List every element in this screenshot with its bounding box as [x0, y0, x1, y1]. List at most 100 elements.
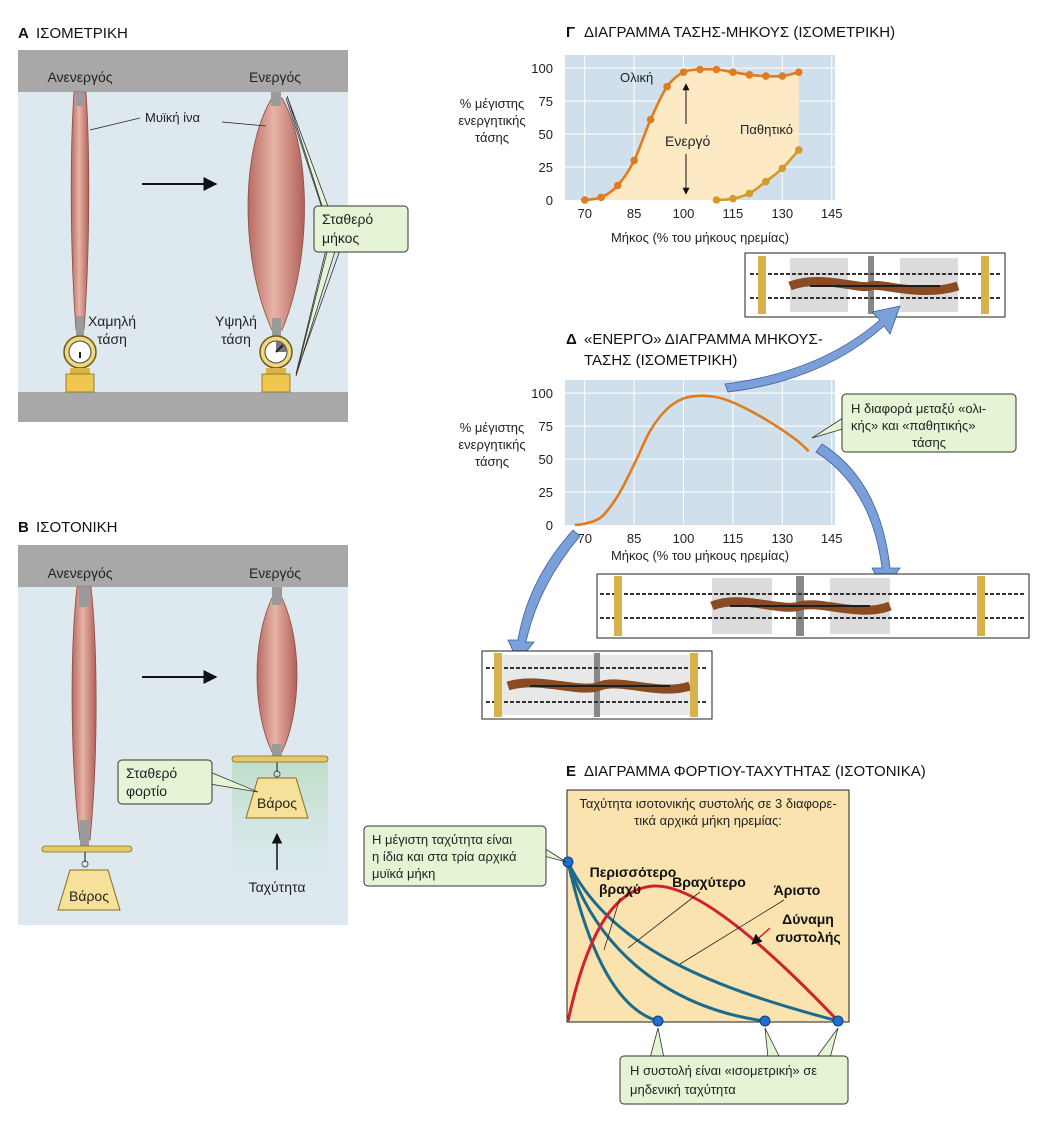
data-point	[712, 65, 721, 74]
label-shorter: Βραχύτερο	[672, 874, 746, 890]
fixed-load-line1: Σταθερό	[126, 765, 177, 781]
y-tick-label: 100	[531, 386, 553, 401]
label-more-short-2: βραχύ	[599, 881, 641, 897]
panel-b-letter: B	[18, 519, 29, 536]
data-point	[745, 70, 754, 79]
x-tick-label: 100	[673, 531, 695, 546]
end-point-shorter	[759, 1015, 771, 1027]
fiber-leader-right	[221, 121, 267, 127]
chart1-xlabel: Μήκος (% του μήκους ηρεμίας)	[611, 230, 789, 245]
chart2-plot-area	[565, 380, 835, 525]
fixed-length-line1: Σταθερό	[322, 211, 373, 227]
max-velocity-callout	[363, 825, 547, 887]
x-tick-label: 70	[578, 206, 592, 221]
panel-d-title-2: ΤΑΣΗΣ (ΙΣΟΜΕΤΡΙΚΗ)	[584, 352, 737, 369]
active-tendon-top	[271, 92, 281, 106]
panel-g: Γ ΔΙΑΓΡΑΜΜΑ ΤΑΣΗΣ-ΜΗΚΟΥΣ (ΙΣΟΜΕΤΡΙΚΗ) 70…	[458, 24, 895, 245]
active-muscle	[247, 97, 305, 331]
arrow-to-stretched	[724, 305, 901, 393]
panel-b-top-bar	[18, 545, 348, 587]
isometric-line2: μηδενική ταχύτητα	[630, 1082, 736, 1097]
inactive-muscle	[70, 91, 90, 331]
chart2-xlabel: Μήκος (% του μήκους ηρεμίας)	[611, 548, 789, 563]
difference-callout-line1: Η διαφορά μεταξύ «ολι-	[851, 401, 986, 416]
data-point	[729, 194, 737, 203]
max-velocity-line2: η ίδια και στα τρία αρχικά	[372, 849, 517, 864]
data-point	[762, 177, 770, 186]
b-inactive-weight-label: Βάρος	[69, 888, 109, 904]
chart1-active-region	[584, 69, 799, 200]
data-point	[778, 164, 787, 173]
active-tendon-bottom	[272, 318, 281, 338]
curve-optimal	[566, 861, 839, 1023]
data-point	[679, 68, 688, 76]
panel-a-active-label: Ενεργός	[249, 69, 301, 85]
x-tick-label: 100	[673, 206, 695, 221]
low-tension-gauge	[63, 335, 97, 393]
y-tick-label: 50	[539, 127, 553, 142]
data-point	[794, 68, 803, 76]
panel-e-header-2: τικά αρχικά μήκη ηρεμίας:	[634, 813, 782, 828]
max-velocity-line3: μυϊκά μήκη	[372, 866, 435, 881]
panel-a-top-bar	[18, 50, 348, 92]
y-tick-label: 100	[531, 61, 553, 76]
panel-e-header-1: Ταχύτητα ισοτονικής συστολής σε 3 διαφορ…	[579, 796, 836, 811]
data-point	[597, 193, 606, 202]
low-tension-line2: τάση	[97, 331, 127, 347]
y-tick-label: 75	[539, 419, 553, 434]
panel-g-title: ΔΙΑΓΡΑΜΜΑ ΤΑΣΗΣ-ΜΗΚΟΥΣ (ΙΣΟΜΕΤΡΙΚΗ)	[584, 24, 895, 41]
panel-g-letter: Γ	[566, 24, 575, 41]
end-point-optimal	[832, 1015, 844, 1027]
fixed-length-line2: μήκος	[322, 230, 359, 246]
data-point	[646, 115, 655, 124]
curve-power	[566, 884, 840, 1023]
power-pointer	[751, 927, 771, 945]
x-tick-label: 130	[771, 531, 793, 546]
sarcomere-optimal	[596, 573, 1030, 639]
difference-callout	[841, 393, 1017, 453]
panel-e: E ΔΙΑΓΡΑΜΜΑ ΦΟΡΤΙΟΥ-ΤΑΧΥΤΗΤΑΣ (ΙΣΟΤΟΝΙΚΑ…	[363, 763, 926, 1105]
y-tick-label: 25	[539, 485, 553, 500]
panel-e-letter: E	[566, 763, 576, 780]
chart2-grid	[565, 380, 835, 525]
data-point	[778, 72, 787, 80]
difference-callout-line2: κής» και «παθητικής»	[851, 418, 975, 433]
panel-d: Δ «ΕΝΕΡΓΟ» ΔΙΑΓΡΑΜΜΑ ΜΗΚΟΥΣ- ΤΑΣΗΣ (ΙΣΟΜ…	[458, 331, 1017, 563]
label-power-2: συστολής	[775, 929, 840, 945]
high-tension-line1: Υψηλή	[215, 313, 257, 329]
leader-optimal	[679, 899, 785, 965]
chart1-passive-label: Παθητικό	[740, 122, 793, 137]
label-power-1: Δύναμη	[782, 911, 834, 927]
x-tick-label: 130	[771, 206, 793, 221]
x-tick-label: 145	[821, 531, 843, 546]
inactive-tendon-top	[76, 92, 84, 106]
fiber-label: Μυϊκή ίνα	[145, 110, 201, 125]
chart1-ylabel-3: τάσης	[475, 130, 509, 145]
chart1-series	[580, 65, 803, 204]
series-line-0	[574, 394, 810, 527]
data-point	[794, 146, 803, 154]
data-point	[745, 189, 754, 198]
y-tick-label: 0	[546, 193, 553, 208]
chart1-active-label: Ενεργό	[665, 133, 711, 149]
b-inactive-bar	[41, 845, 133, 853]
y-tick-label: 50	[539, 452, 553, 467]
isometric-callout	[619, 1055, 849, 1105]
panel-a-bottom-bar	[18, 392, 348, 422]
data-point	[729, 68, 737, 76]
x-tick-label: 145	[821, 206, 843, 221]
b-active-weight	[245, 777, 309, 819]
panel-a-inactive-label: Ανενεργός	[47, 69, 112, 85]
low-tension-line1: Χαμηλή	[88, 313, 136, 329]
panel-b-active-label: Ενεργός	[249, 565, 301, 581]
y-tick-label: 75	[539, 94, 553, 109]
start-point	[562, 856, 574, 868]
fiber-leader-left	[89, 117, 141, 131]
isometric-line1: Η συστολή είναι «ισομετρική» σε	[630, 1063, 817, 1078]
b-inactive-muscle	[71, 586, 97, 841]
chart1-total-label: Ολική	[620, 70, 653, 85]
sarcomere-stretched	[744, 252, 1006, 318]
label-more-short-1: Περισσότερο	[590, 864, 677, 880]
